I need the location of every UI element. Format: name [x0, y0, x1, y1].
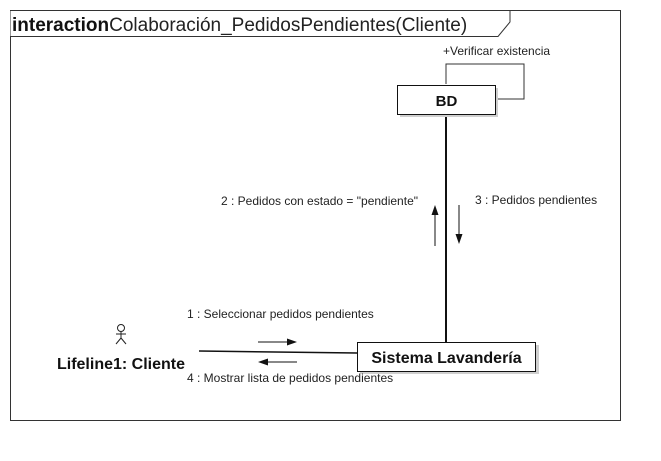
- message-4-label: 4 : Mostrar lista de pedidos pendientes: [187, 371, 393, 385]
- message-2-label: 2 : Pedidos con estado = "pendiente": [221, 194, 418, 208]
- actor-label: Lifeline1: Cliente: [57, 356, 185, 373]
- message-4-arrow: [258, 358, 297, 366]
- message-1-label: 1 : Seleccionar pedidos pendientes: [187, 307, 374, 321]
- sistema-object[interactable]: [357, 342, 536, 372]
- self-message-loop: [445, 63, 525, 100]
- actor-icon[interactable]: [115, 324, 127, 345]
- frame-keyword: interaction: [12, 15, 109, 36]
- bd-object-label: BD: [436, 93, 458, 110]
- message-2-arrow: [431, 205, 439, 246]
- message-3-label: 3 : Pedidos pendientes: [475, 193, 597, 207]
- sistema-object-label: Sistema Lavandería: [371, 350, 521, 367]
- bd-object[interactable]: [397, 85, 496, 115]
- link-actor-sistema: [198, 350, 358, 354]
- frame-name-tab: [10, 10, 511, 37]
- message-3-arrow: [455, 205, 463, 244]
- frame-title: interactionColaboración_PedidosPendiente…: [12, 15, 467, 36]
- frame-name: Colaboración_PedidosPendientes(Cliente): [109, 15, 467, 36]
- message-1-arrow: [258, 338, 297, 346]
- self-message-label: +Verificar existencia: [443, 44, 550, 58]
